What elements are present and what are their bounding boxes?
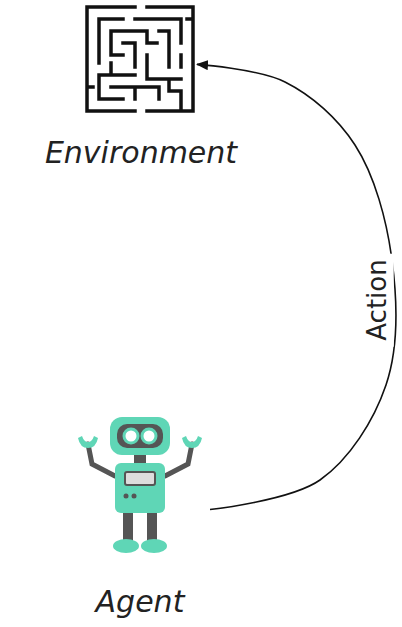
node-label: Environment (45, 135, 237, 171)
maze-icon (85, 5, 197, 113)
edge-label: Action (360, 253, 394, 346)
node-label: Agent (96, 584, 185, 620)
robot-icon (70, 412, 210, 562)
environment-node: Environment (85, 5, 197, 113)
arrow-connector (197, 64, 396, 509)
agent-node: Agent (70, 412, 210, 562)
